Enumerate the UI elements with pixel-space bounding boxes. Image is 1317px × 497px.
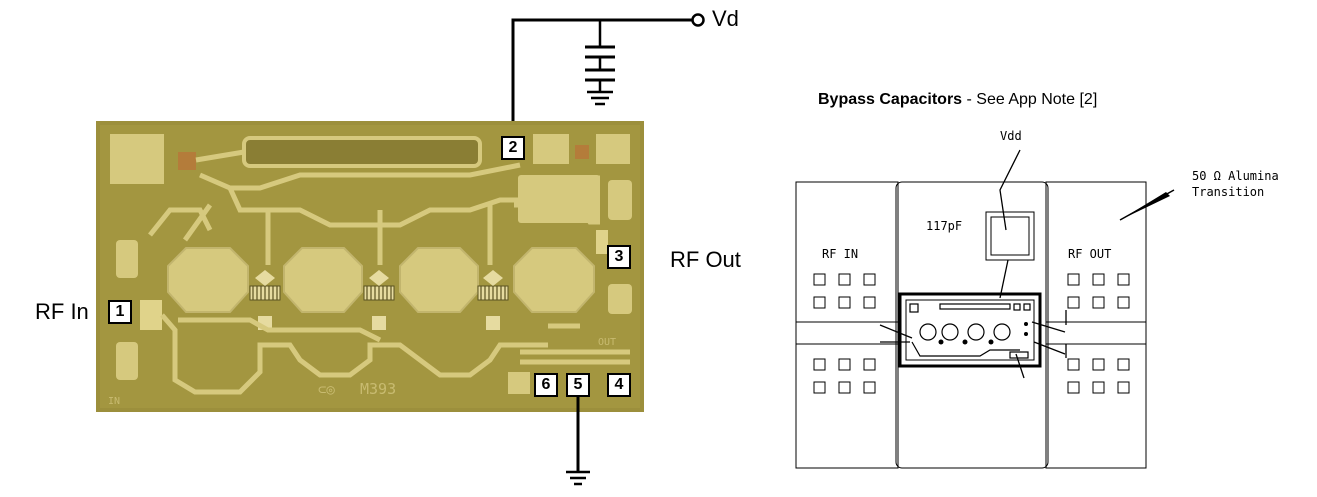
rf-in-label: RF In [35, 299, 89, 324]
rf-out-assembly-label: RF OUT [1068, 247, 1111, 261]
die-pad [533, 134, 569, 164]
rf-in-assembly-label: RF IN [822, 247, 858, 261]
pin-2-label: 2 [501, 136, 525, 160]
bypass-capacitor [985, 211, 1035, 261]
matching-network [399, 247, 479, 313]
assembly-title: Bypass Capacitors - See App Note [2] [818, 91, 1097, 109]
pin-3-label: 3 [607, 245, 631, 269]
vdd-label: Vdd [1000, 129, 1022, 143]
die-pad [608, 284, 632, 314]
die-pad [110, 134, 164, 184]
ground-symbol-bottom [566, 470, 590, 486]
pin-5-label: 5 [566, 373, 590, 397]
chip-logo-text: ⊂◎ [318, 382, 335, 398]
die-pad [608, 180, 632, 220]
rf-out-substrate [1045, 181, 1147, 469]
die-pad [116, 342, 138, 380]
matching-network [283, 247, 363, 313]
center-carrier [895, 181, 1049, 469]
alumina-label-line2: Transition [1192, 185, 1264, 199]
matching-network [167, 247, 249, 313]
rf-out-line [1045, 321, 1147, 345]
alumina-label-line1: 50 Ω Alumina [1192, 169, 1279, 183]
ground-symbol-top [587, 90, 613, 106]
cap-label: 117pF [926, 219, 962, 233]
rf-in-substrate [795, 181, 899, 469]
assembly-title-rest: - See App Note [2] [962, 91, 1098, 108]
assembly-title-bold: Bypass Capacitors [818, 91, 963, 108]
pin-4-label: 4 [607, 373, 631, 397]
pin-1-label: 1 [108, 300, 132, 324]
mmic-chip [898, 292, 1042, 368]
bias-line-capacitor [242, 136, 482, 168]
vd-label: Vd [712, 6, 739, 31]
die-pad [116, 240, 138, 278]
rf-in-line [795, 321, 899, 345]
assembly-drawing: Vdd 117pF RF IN RF OUT 50 Ω Alumina Tran… [795, 129, 1279, 469]
chip-out-text: OUT [598, 337, 616, 348]
chip-marking: M393 [360, 380, 396, 398]
rf-out-label: RF Out [670, 247, 741, 272]
matching-network [513, 247, 595, 313]
vd-supply-line [511, 18, 692, 137]
rf-in-pad [140, 300, 162, 330]
rf-out-pad [596, 230, 608, 254]
vd-terminal [691, 13, 705, 27]
die-schematic: IN OUT ⊂◎ M393 [96, 13, 705, 486]
pin-6-label: 6 [534, 373, 558, 397]
die-pad [596, 134, 630, 164]
chip-in-text: IN [108, 396, 120, 407]
